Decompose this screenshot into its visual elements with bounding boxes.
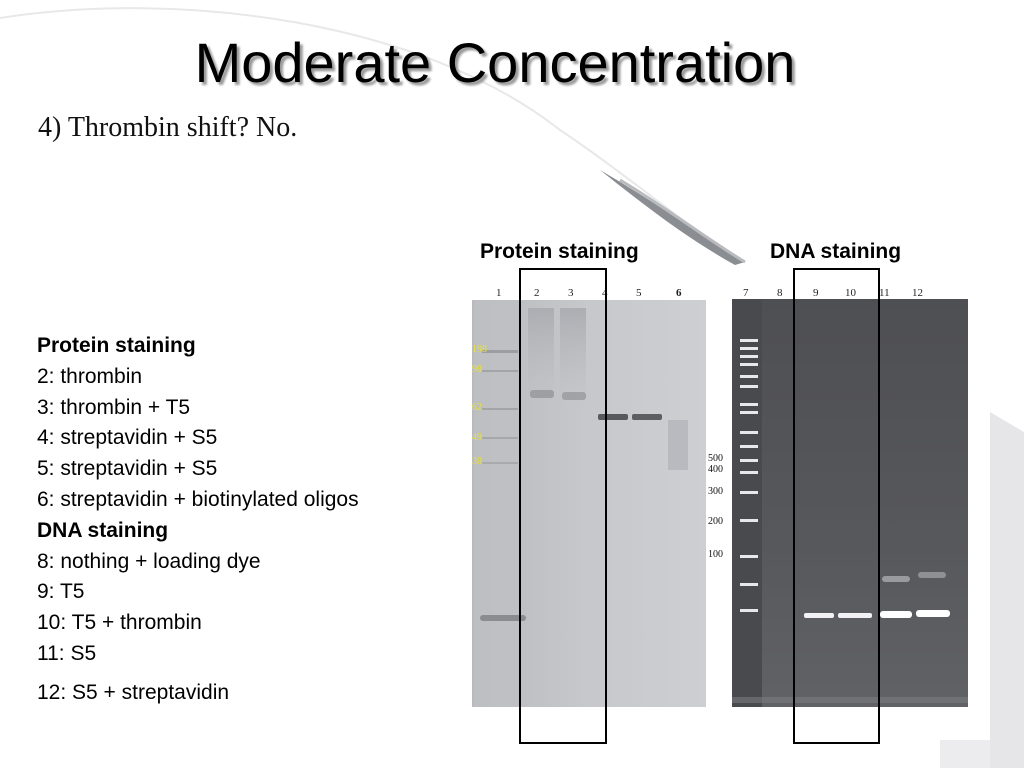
legend-item: 9: T5 — [37, 580, 85, 604]
legend-item: 12: S5 + streptavidin — [37, 680, 230, 704]
marker-label: 98 — [472, 364, 482, 375]
marker-label: 49 — [472, 432, 482, 443]
lane-number: 11 — [879, 287, 890, 299]
marker-label: 62 — [472, 402, 482, 413]
legend-item: 2: thrombin — [37, 364, 143, 388]
highlight-box-protein-lanes — [519, 268, 607, 744]
slide-subtitle: 4) Thrombin shift? No. — [38, 112, 298, 143]
dna-legend-heading: DNA staining — [37, 518, 169, 542]
bp-label: 100 — [708, 549, 723, 560]
lane-number: 8 — [777, 287, 783, 299]
lane-number: 6 — [676, 287, 682, 299]
lane-number: 12 — [912, 287, 923, 299]
legend-item: 3: thrombin + T5 — [37, 395, 191, 419]
legend-item: 8: nothing + loading dye — [37, 549, 261, 573]
dna-gel-title: DNA staining — [770, 240, 902, 263]
lane-number: 10 — [845, 287, 856, 299]
lane-number: 9 — [813, 287, 819, 299]
lane-number: 3 — [568, 287, 574, 299]
highlight-box-dna-lanes — [793, 268, 880, 744]
legend-item: 11: S5 — [37, 641, 97, 665]
legend-item: 10: T5 + thrombin — [37, 611, 202, 635]
protein-gel-image — [472, 300, 706, 707]
lane-number: 2 — [534, 287, 540, 299]
dna-gel-image — [732, 299, 968, 707]
marker-label: 38 — [472, 456, 482, 467]
slide-title: Moderate Concentration — [194, 31, 796, 94]
bp-label: 300 — [708, 486, 723, 497]
lane-number: 5 — [636, 287, 642, 299]
lane-number: 1 — [496, 287, 502, 299]
lane-number: 7 — [743, 287, 749, 299]
lane-number: 4 — [602, 287, 608, 299]
legend-item: 6: streptavidin + biotinylated oligos — [37, 487, 359, 511]
marker-label: 198 — [472, 344, 487, 355]
protein-legend-heading: Protein staining — [37, 334, 196, 357]
bp-label: 400 — [708, 464, 723, 475]
protein-gel-title: Protein staining — [480, 240, 639, 263]
legend-item: 5: streptavidin + S5 — [37, 457, 218, 481]
lane-legend: Protein staining 2: thrombin 3: thrombin… — [37, 331, 437, 709]
legend-item: 4: streptavidin + S5 — [37, 426, 218, 450]
bp-label: 500 — [708, 453, 723, 464]
bp-label: 200 — [708, 516, 723, 527]
